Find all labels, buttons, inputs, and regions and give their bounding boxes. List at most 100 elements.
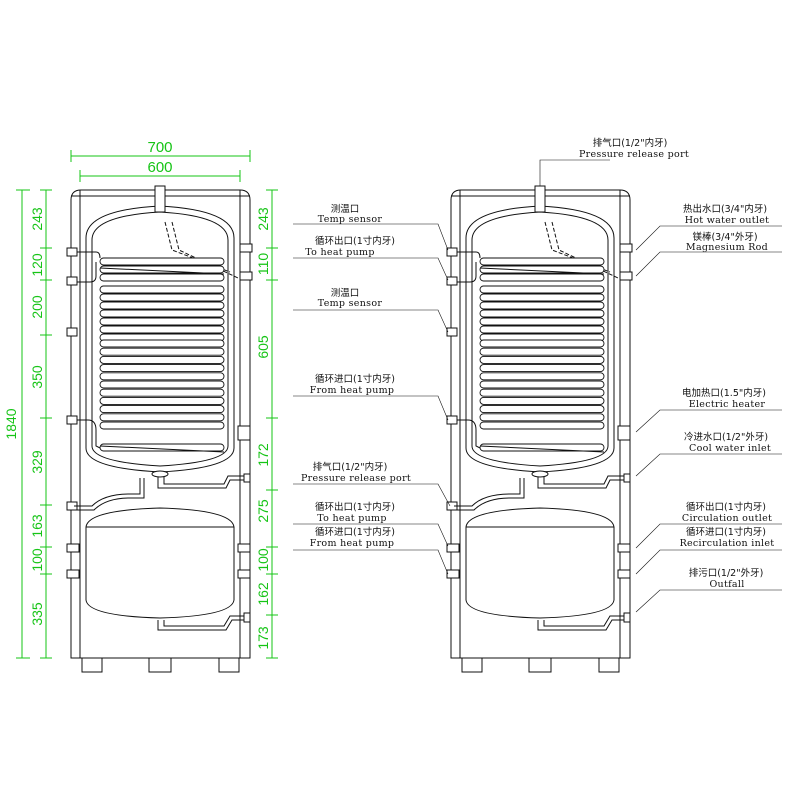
upper-tank-shell <box>85 205 235 473</box>
coil-return <box>479 267 605 275</box>
coil-return <box>479 445 605 453</box>
label-recirculation-inlet-cn: 循环进口(1寸内牙) <box>686 526 766 538</box>
label-pressure-release-1-en: Pressure release port <box>301 473 411 484</box>
left-dim-120: 120 <box>29 253 45 277</box>
coil-turn <box>99 380 225 389</box>
lower-port-left-1 <box>446 543 460 553</box>
coil-turn <box>99 347 225 356</box>
drain-fitting <box>151 470 169 478</box>
left-dim-350: 350 <box>29 365 45 389</box>
lower-port-right-2 <box>617 569 631 579</box>
coil-turn <box>99 443 225 452</box>
lower-vent-pipe <box>74 478 141 507</box>
right-dim-100: 100 <box>255 548 271 572</box>
lower-vent-pipe-2 <box>74 478 145 511</box>
upper-tank-inner <box>471 211 609 467</box>
coil-turn <box>479 273 605 282</box>
coil-turn <box>479 443 605 452</box>
label-to-heat-pump-2-en: To heat pump <box>317 513 386 524</box>
label-from-heat-pump-2-en: From heat pump <box>310 538 395 549</box>
right-dim-243: 243 <box>255 207 271 231</box>
coil-turn <box>99 339 225 348</box>
label-circulation-outlet-cn: 循环出口(1寸内牙) <box>686 501 766 513</box>
coil-turn <box>479 372 605 381</box>
top-vent-pipe <box>154 185 166 213</box>
leader-lines <box>293 159 782 613</box>
left-dim-100: 100 <box>29 548 45 572</box>
foot-right <box>598 657 620 673</box>
port-right-heater <box>617 425 631 441</box>
coil-turn <box>479 301 605 310</box>
port-right-heater <box>237 425 251 441</box>
coil-feed-top <box>74 251 101 259</box>
left-dim-243: 243 <box>29 207 45 231</box>
tank-left-drawing <box>66 185 253 673</box>
right-dim-172: 172 <box>255 443 271 467</box>
coil-turn <box>479 364 605 373</box>
coil-turn <box>479 339 605 348</box>
port-right-hot-water <box>239 243 253 253</box>
label-circulation-outlet-en: Circulation outlet <box>682 513 772 524</box>
foot-left <box>81 657 103 673</box>
coil-return <box>99 267 225 275</box>
coil-feed-top <box>454 251 481 259</box>
coil-turn <box>479 347 605 356</box>
port-left-2 <box>446 276 458 286</box>
coil-feed-lower <box>454 419 481 449</box>
port-right-outfall <box>623 612 631 623</box>
label-from-heat-pump-1-cn: 循环进口(1寸内牙) <box>315 373 395 385</box>
foot-right <box>218 657 240 673</box>
port-right-outfall <box>243 612 251 623</box>
foot-center <box>148 657 172 673</box>
coil-turn <box>479 325 605 334</box>
coil-turn <box>99 364 225 373</box>
coil-turn <box>99 317 225 326</box>
coil-turn <box>99 285 225 294</box>
label-temp-sensor-1-en: Temp sensor <box>318 214 383 225</box>
lower-vent-pipe <box>454 478 521 507</box>
label-to-heat-pump-1-en: To heat pump <box>305 247 374 258</box>
coil-turn <box>99 396 225 405</box>
label-temp-sensor-2-cn: 测温口 <box>331 288 360 299</box>
label-top-pressure-release-cn: 排气口(1/2"内牙) <box>593 137 668 149</box>
label-outfall-en: Outfall <box>709 579 744 590</box>
lower-tank-shell <box>465 507 615 619</box>
coil-turn <box>99 265 225 274</box>
port-left-4 <box>446 415 458 425</box>
outfall-pipe-2 <box>543 615 628 627</box>
width-inner-label: 600 <box>147 159 172 176</box>
width-outer-label: 700 <box>147 139 172 156</box>
coil-turn <box>99 301 225 310</box>
coil-turn <box>479 317 605 326</box>
label-cool-water-inlet-cn: 冷进水口(1/2"外牙) <box>684 431 768 443</box>
coil-turn <box>479 388 605 397</box>
label-magnesium-rod-cn: 镁棒(3/4"外牙) <box>692 231 757 243</box>
label-temp-sensor-2-en: Temp sensor <box>318 298 383 309</box>
label-from-heat-pump-2-cn: 循环进口(1寸内牙) <box>315 526 395 538</box>
label-to-heat-pump-2-cn: 循环出口(1寸内牙) <box>315 501 395 513</box>
coil-turn <box>99 388 225 397</box>
port-left-1 <box>66 247 78 257</box>
outfall-pipe <box>157 619 248 631</box>
lower-vent-pipe-2 <box>454 478 525 511</box>
tank-right-drawing <box>446 185 633 673</box>
label-outfall-cn: 排污口(1/2"外牙) <box>689 567 764 579</box>
coil-turn <box>99 421 225 430</box>
lower-port-right-2 <box>237 569 251 579</box>
left-dim-163: 163 <box>29 514 45 538</box>
top-label: 排气口(1/2"内牙) Pressure release port <box>579 137 689 160</box>
port-left-3 <box>66 327 78 337</box>
label-to-heat-pump-1-cn: 循环出口(1寸内牙) <box>315 235 395 247</box>
outfall-pipe-2 <box>163 615 248 627</box>
label-electric-heater-cn: 电加热口(1.5"内牙) <box>682 387 766 399</box>
coil-turn <box>479 405 605 414</box>
coil-feed-upper <box>454 262 477 283</box>
lower-tank-shell <box>85 507 235 619</box>
port-left-3 <box>446 327 458 337</box>
left-height-dimensions: 1840 243 120 200 350 329 163 100 335 <box>3 189 52 659</box>
coil-turn <box>479 257 605 266</box>
port-right-cold-inlet <box>243 473 251 483</box>
coil-turn <box>479 265 605 274</box>
width-dimensions: 700 600 <box>70 139 251 182</box>
